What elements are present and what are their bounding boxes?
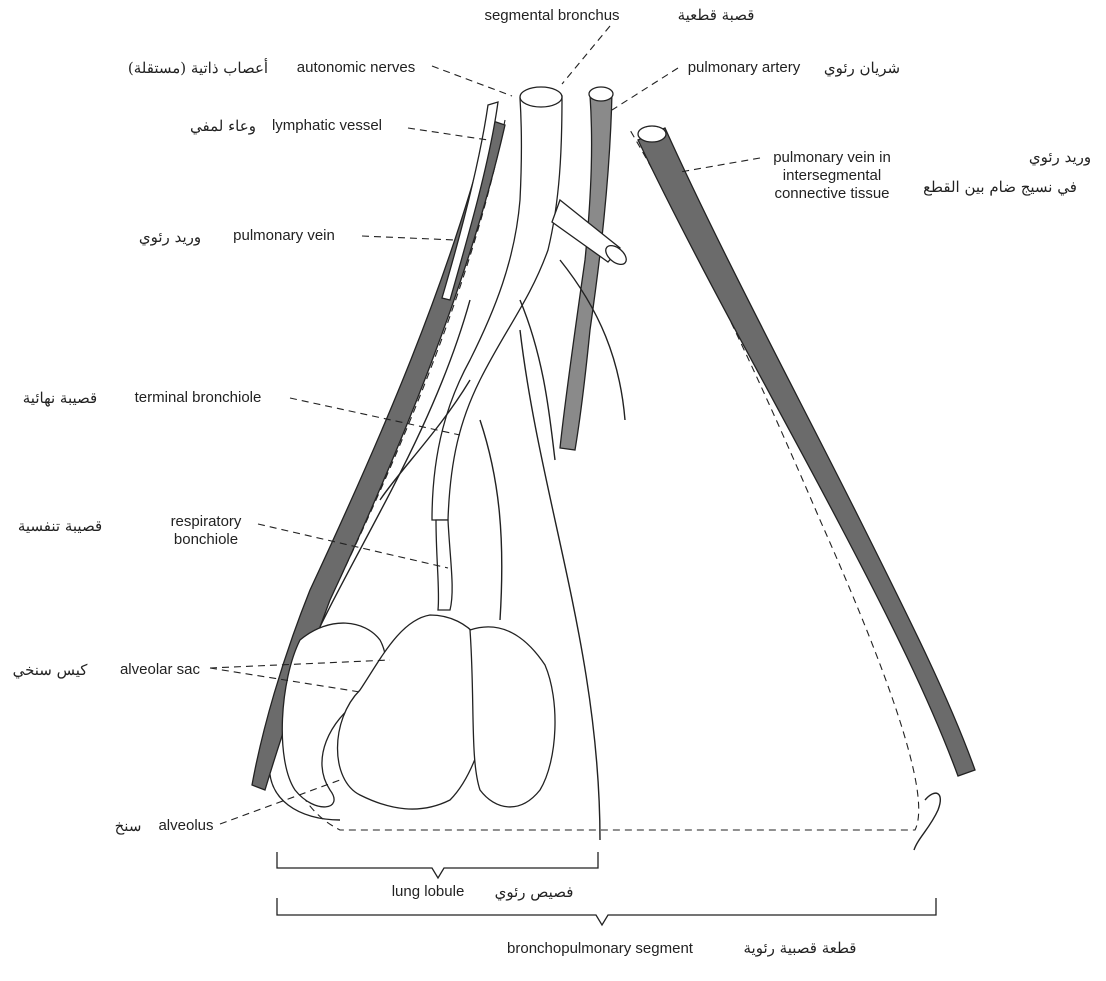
label-pulmonary-vein-inter-en-3: connective tissue bbox=[774, 185, 889, 202]
leader-pulmonary-vein-intersegmental bbox=[680, 158, 760, 172]
leader-autonomic-nerves bbox=[432, 66, 512, 96]
label-autonomic-nerves-ar: أعصاب ذاتية (مستقلة) bbox=[128, 58, 268, 77]
label-alveolus-ar: سنخ bbox=[115, 817, 142, 835]
label-respiratory-bronchiole-ar: قصيبة تنفسية bbox=[18, 517, 102, 535]
leader-segmental-bronchus bbox=[562, 26, 610, 84]
label-respiratory-bronchiole-en-2: bonchiole bbox=[174, 531, 238, 548]
leader-pulmonary-vein bbox=[362, 236, 455, 240]
leader-terminal-bronchiole bbox=[290, 398, 460, 435]
label-pulmonary-vein-en: pulmonary vein bbox=[233, 227, 335, 244]
leader-lymphatic-vessel bbox=[408, 128, 488, 140]
signature-mark bbox=[914, 793, 940, 850]
label-lymphatic-vessel-ar: وعاء لمفي bbox=[190, 117, 256, 135]
label-segmental-bronchus-en: segmental bronchus bbox=[484, 7, 619, 24]
label-pulmonary-vein-inter-en-1: pulmonary vein in bbox=[773, 149, 891, 166]
respiratory-bronchiole bbox=[436, 520, 452, 610]
label-terminal-bronchiole-en: terminal bronchiole bbox=[135, 389, 262, 406]
alveolar-sac-right bbox=[470, 627, 555, 807]
label-pulmonary-artery-en: pulmonary artery bbox=[688, 59, 801, 76]
label-pulmonary-vein-inter-ar-2: في نسيج ضام بين القطع bbox=[923, 178, 1077, 196]
label-pulmonary-artery-ar: شريان رئوي bbox=[824, 59, 900, 77]
right-pulmonary-vein bbox=[638, 128, 975, 776]
label-bronchopulmonary-segment-en: bronchopulmonary segment bbox=[507, 940, 694, 957]
right-vein-cut-end bbox=[638, 126, 666, 142]
segmental-bronchus-cut-end bbox=[520, 87, 562, 107]
pulmonary-artery-cut-end bbox=[589, 87, 613, 101]
label-segmental-bronchus-ar: قصبة قطعية bbox=[678, 6, 755, 24]
label-bronchopulmonary-segment-ar: قطعة قصبية رئوية bbox=[744, 939, 857, 957]
label-lymphatic-vessel-en: lymphatic vessel bbox=[272, 117, 382, 134]
lymphatic-vessel bbox=[442, 102, 498, 300]
label-terminal-bronchiole-ar: قصيبة نهائية bbox=[23, 389, 97, 407]
bronchiole-branch-mid bbox=[480, 420, 502, 620]
label-respiratory-bronchiole-en-1: respiratory bbox=[171, 513, 242, 530]
label-pulmonary-vein-inter-en-2: intersegmental bbox=[783, 167, 881, 184]
label-lung-lobule-ar: فصيص رئوي bbox=[495, 883, 574, 901]
lung-lobule-brace bbox=[277, 852, 598, 878]
label-autonomic-nerves-en: autonomic nerves bbox=[297, 59, 415, 76]
label-pulmonary-vein-ar: وريد رئوي bbox=[139, 228, 201, 246]
label-pulmonary-vein-inter-ar-1: وريد رئوي bbox=[1029, 148, 1091, 166]
bronchopulmonary-segment-brace bbox=[277, 898, 936, 925]
leader-pulmonary-artery bbox=[612, 68, 678, 110]
label-alveolar-sac-ar: كيس سنخي bbox=[13, 661, 89, 679]
label-alveolus-en: alveolus bbox=[158, 817, 213, 834]
label-alveolar-sac-en: alveolar sac bbox=[120, 661, 201, 678]
label-lung-lobule-en: lung lobule bbox=[392, 883, 465, 900]
